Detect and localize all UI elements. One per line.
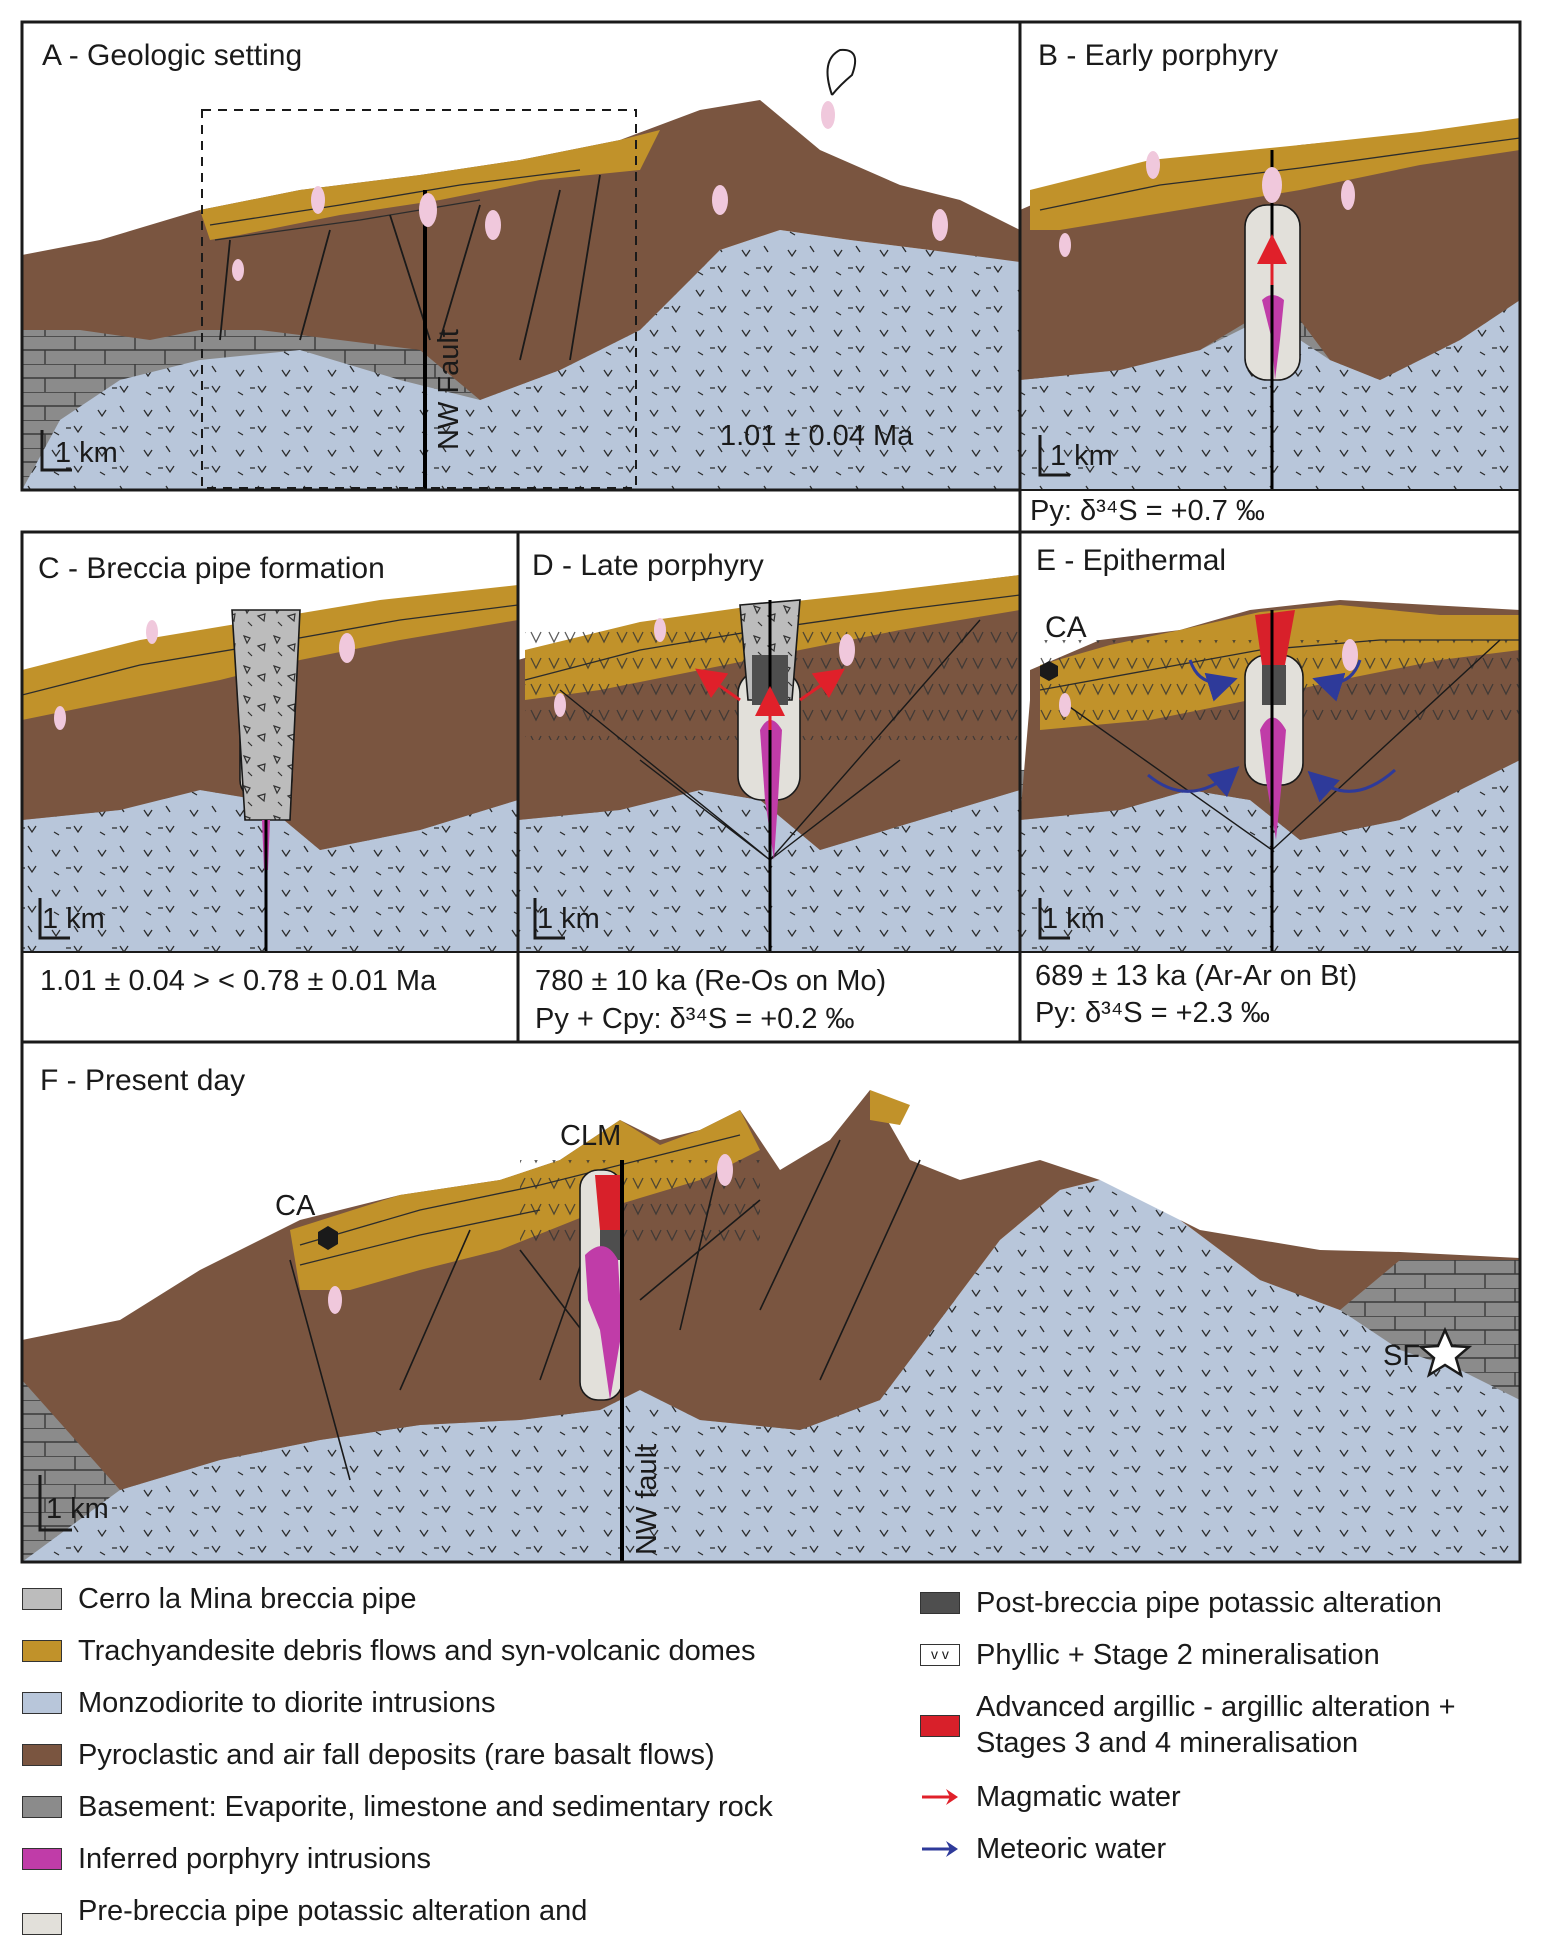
panel-b-caption: Py: δ³⁴S = +0.7 ‰ (1030, 495, 1265, 527)
panel-e-caption-age: 689 ± 13 ka (Ar-Ar on Bt) (1035, 960, 1357, 992)
basement-swatch (22, 1796, 62, 1818)
legend-item-basement: Basement: Evaporite, limestone and sedim… (22, 1789, 773, 1825)
panel-c-title: C - Breccia pipe formation (38, 552, 385, 585)
legend-item-pyroclastic: Pyroclastic and air fall deposits (rare … (22, 1737, 715, 1773)
legend-item-porphyry: Inferred porphyry intrusions (22, 1841, 431, 1877)
legend-item-pre-breccia: Pre-breccia pipe potassic alteration and (22, 1893, 587, 1935)
panel-b: B - Early porphyry 1 km Py: δ³⁴S = +0.7 … (1018, 20, 1522, 534)
panel-e-caption-sulfur: Py: δ³⁴S = +2.3 ‰ (1035, 997, 1270, 1029)
panel-b-title: B - Early porphyry (1038, 39, 1278, 72)
legend: Cerro la Mina breccia pipe Trachyandesit… (0, 1575, 1543, 1957)
panel-d-scale: 1 km (537, 903, 600, 935)
panel-d-caption-age: 780 ± 10 ka (Re-Os on Mo) (535, 965, 886, 997)
panel-f-site-clm: CLM (560, 1120, 621, 1152)
panel-a-age: 1.01 ± 0.04 Ma (720, 420, 914, 452)
panel-e-title: E - Epithermal (1036, 544, 1226, 577)
panel-f-site-ca: CA (275, 1190, 316, 1222)
panel-a: A - Geologic setting NW Fault 1.01 ± 0.0… (20, 20, 1022, 492)
trachyandesite-swatch (22, 1640, 62, 1662)
panel-e-site-ca: CA (1045, 611, 1087, 644)
magmatic-arrow-icon (922, 1789, 958, 1805)
legend-item-post-breccia: Post-breccia pipe potassic alteration (920, 1585, 1442, 1621)
pyroclastic-swatch (22, 1744, 62, 1766)
monzodiorite-swatch (22, 1692, 62, 1714)
panel-c: C - Breccia pipe formation 1 km 1.01 ± 0… (20, 530, 520, 1044)
panel-c-scale: 1 km (42, 903, 105, 935)
phyllic-swatch: v v (920, 1644, 960, 1666)
breccia-swatch (22, 1588, 62, 1610)
panel-f-fault-label: NW fault (631, 1444, 663, 1555)
panel-e-scale: 1 km (1042, 903, 1105, 935)
post-breccia-swatch (920, 1592, 960, 1614)
panel-c-caption: 1.01 ± 0.04 > < 0.78 ± 0.01 Ma (40, 965, 437, 997)
legend-item-phyllic: v v Phyllic + Stage 2 mineralisation (920, 1637, 1380, 1673)
legend-item-advanced-argillic: Advanced argillic - argillic alteration … (920, 1689, 1456, 1761)
legend-item-breccia: Cerro la Mina breccia pipe (22, 1581, 416, 1617)
advanced-argillic-swatch (920, 1715, 960, 1737)
panel-d: D - Late porphyry 1 km 780 ± 10 ka (Re-O… (516, 530, 1022, 1044)
meteoric-arrow-icon (922, 1841, 958, 1857)
legend-item-trachyandesite: Trachyandesite debris flows and syn-volc… (22, 1633, 756, 1669)
panel-a-fault-label: NW Fault (433, 329, 465, 450)
panel-f: F - Present day CA CLM SF NW fault 1 km (20, 1040, 1522, 1564)
legend-item-magmatic-water: Magmatic water (920, 1779, 1181, 1815)
panel-f-title: F - Present day (40, 1064, 245, 1097)
pre-breccia-swatch (22, 1913, 62, 1935)
panel-d-caption-sulfur: Py + Cpy: δ³⁴S = +0.2 ‰ (535, 1003, 855, 1035)
legend-item-monzodiorite: Monzodiorite to diorite intrusions (22, 1685, 495, 1721)
panel-f-scale: 1 km (46, 1493, 109, 1525)
panel-a-title: A - Geologic setting (42, 39, 302, 72)
panel-e: E - Epithermal CA 1 km 689 ± 13 ka (Ar-A… (1018, 530, 1522, 1044)
geologic-cross-section-diagram: A - Geologic setting NW Fault 1.01 ± 0.0… (20, 20, 1522, 1564)
panel-b-scale: 1 km (1050, 440, 1113, 472)
panel-d-title: D - Late porphyry (532, 549, 764, 582)
panel-a-scale: 1 km (55, 437, 118, 469)
legend-item-meteoric-water: Meteoric water (920, 1831, 1166, 1867)
panel-f-site-sf: SF (1383, 1340, 1420, 1372)
porphyry-swatch (22, 1848, 62, 1870)
